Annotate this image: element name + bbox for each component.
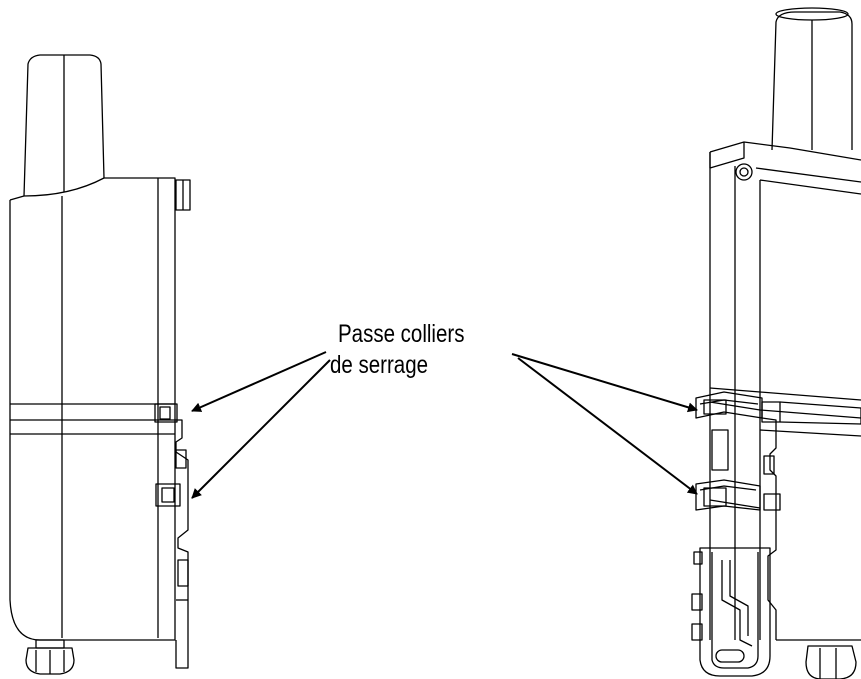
device-side-view	[9, 54, 191, 675]
callout-label-line-1: Passe colliers	[338, 320, 465, 348]
mounting-plate-perspective	[711, 417, 777, 640]
arrow-right-upper	[511, 353, 698, 413]
housing-side	[9, 177, 176, 641]
cable-gland-perspective	[776, 639, 861, 679]
clamp-collar-lower	[695, 479, 781, 511]
arrow-left-upper	[191, 351, 327, 412]
antenna-perspective	[771, 7, 853, 151]
device-perspective-view	[691, 7, 861, 679]
top-clip-side	[175, 179, 191, 211]
callout-arrows	[191, 351, 698, 499]
arrow-right-lower	[517, 357, 698, 495]
mounting-plate-side	[154, 403, 189, 669]
callout-label-line-2: de serrage	[330, 351, 429, 379]
arrow-left-lower	[191, 359, 331, 499]
clamp-collar-upper	[695, 391, 861, 425]
antenna-side	[23, 54, 105, 197]
din-clip-perspective	[691, 547, 771, 677]
top-cap-perspective	[709, 141, 861, 195]
housing-perspective	[709, 152, 861, 640]
cable-gland-side	[25, 639, 75, 675]
